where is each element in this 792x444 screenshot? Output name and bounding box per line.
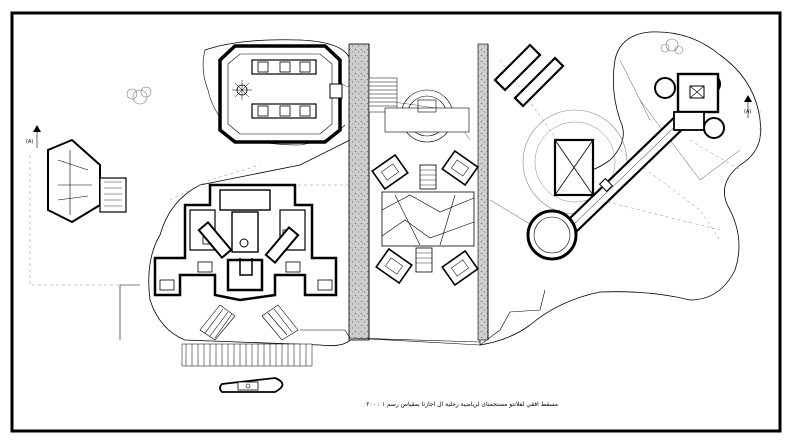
boat-symbol (219, 377, 284, 393)
section-mark-right: (A) (744, 109, 751, 115)
corner-pods (371, 149, 479, 287)
gravel-strip (348, 43, 370, 341)
main-building-wings (197, 220, 300, 265)
section-arrow-right (744, 95, 752, 118)
pod-details (381, 159, 469, 277)
drawing-caption: مسقط افقي لفلاتتو مستجمتاى لرياضية رحلية… (366, 401, 558, 408)
tower-cluster (654, 72, 725, 139)
lower-site-edge (300, 329, 481, 343)
entrance-steps (368, 77, 398, 113)
site-line-bottom (119, 284, 546, 346)
angled-blades (493, 43, 565, 108)
dimension-guides (29, 59, 761, 286)
boardwalk (181, 343, 313, 367)
section-arrow-left (33, 125, 41, 148)
tree-symbol-1 (126, 86, 152, 105)
section-mark-left: (A) (26, 139, 33, 145)
left-section-view (47, 138, 127, 224)
central-pavilion (384, 89, 470, 143)
tree-symbol-2 (660, 38, 684, 55)
gravel-strip-east (477, 43, 489, 341)
round-room (526, 209, 578, 261)
circular-plaza (522, 109, 628, 215)
site-outline-right (479, 31, 762, 346)
central-court-complex (381, 164, 475, 273)
south-ramps (199, 304, 299, 341)
sheet-border (10, 11, 782, 433)
main-building (153, 183, 338, 302)
site-outline-left (148, 39, 353, 347)
top-left-enclosure (218, 44, 343, 144)
